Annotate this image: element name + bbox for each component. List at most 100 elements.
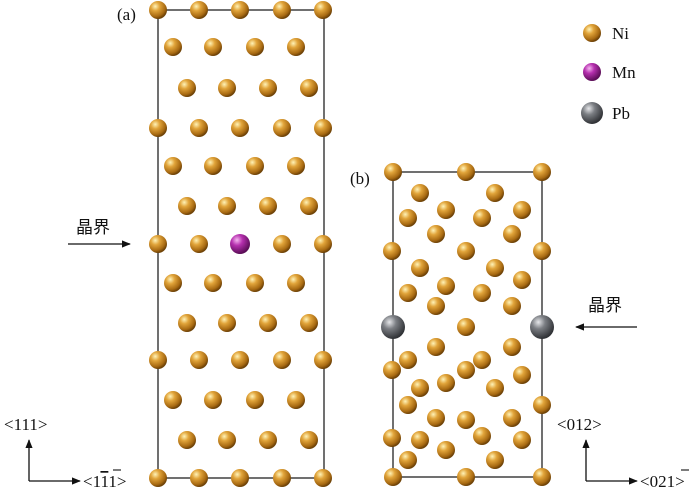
panel-a-axis-vertical-label: <111>	[4, 415, 47, 434]
pb-atom	[381, 315, 405, 339]
ni-atom	[218, 431, 236, 449]
ni-atom	[190, 235, 208, 253]
ni-atom	[457, 361, 475, 379]
ni-atom	[231, 469, 249, 487]
legend-mn-swatch	[583, 63, 601, 81]
ni-atom	[399, 451, 417, 469]
panel-a-axes: <111> <111>	[4, 415, 126, 491]
ni-atom	[473, 351, 491, 369]
ni-atom	[383, 361, 401, 379]
ni-atom	[411, 259, 429, 277]
panel-a-label: (a)	[117, 5, 136, 24]
ni-atom	[427, 297, 445, 315]
ni-atom	[533, 242, 551, 260]
ni-atom	[259, 314, 277, 332]
legend-ni-label: Ni	[612, 24, 629, 43]
ni-atom	[399, 351, 417, 369]
legend-pb-swatch	[581, 102, 603, 124]
ni-atom	[473, 209, 491, 227]
panel-b-atoms	[381, 163, 554, 486]
ni-atom	[149, 119, 167, 137]
ni-atom	[503, 225, 521, 243]
ni-atom	[457, 318, 475, 336]
ni-atom	[246, 391, 264, 409]
ni-atom	[259, 197, 277, 215]
ni-atom	[457, 468, 475, 486]
ni-atom	[190, 351, 208, 369]
ni-atom	[164, 38, 182, 56]
ni-atom	[246, 274, 264, 292]
ni-atom	[503, 409, 521, 427]
ni-atom	[486, 379, 504, 397]
ni-atom	[437, 201, 455, 219]
panel-b-boundary-label: 晶界	[588, 296, 622, 315]
ni-atom	[204, 38, 222, 56]
ni-atom	[287, 157, 305, 175]
ni-atom	[411, 184, 429, 202]
ni-atom	[314, 469, 332, 487]
ni-atom	[218, 79, 236, 97]
ni-atom	[513, 366, 531, 384]
ni-atom	[486, 184, 504, 202]
ni-atom	[218, 197, 236, 215]
ni-atom	[457, 242, 475, 260]
ni-atom	[231, 1, 249, 19]
ni-atom	[287, 391, 305, 409]
ni-atom	[218, 314, 236, 332]
ni-atom	[513, 431, 531, 449]
ni-atom	[190, 1, 208, 19]
ni-atom	[204, 391, 222, 409]
pb-atom	[530, 315, 554, 339]
ni-atom	[533, 163, 551, 181]
ni-atom	[178, 431, 196, 449]
ni-atom	[513, 271, 531, 289]
ni-atom	[457, 163, 475, 181]
ni-atom	[314, 119, 332, 137]
ni-atom	[427, 409, 445, 427]
ni-atom	[300, 79, 318, 97]
ni-atom	[437, 277, 455, 295]
ni-atom	[486, 451, 504, 469]
panel-a-boundary-label: 晶界	[76, 218, 110, 237]
ni-atom	[383, 429, 401, 447]
ni-atom	[178, 197, 196, 215]
ni-atom	[503, 297, 521, 315]
ni-atom	[231, 119, 249, 137]
ni-atom	[246, 157, 264, 175]
panel-b-axis-vertical-label: <012>	[557, 415, 602, 434]
ni-atom	[314, 351, 332, 369]
ni-atom	[533, 468, 551, 486]
legend-ni-swatch	[583, 24, 601, 42]
ni-atom	[503, 338, 521, 356]
ni-atom	[384, 163, 402, 181]
legend: Ni Mn Pb	[581, 24, 636, 124]
panel-a-axis-horizontal-label: <111>	[83, 472, 126, 491]
ni-atom	[164, 274, 182, 292]
ni-atom	[399, 284, 417, 302]
ni-atom	[383, 242, 401, 260]
ni-atom	[149, 469, 167, 487]
ni-atom	[259, 431, 277, 449]
ni-atom	[473, 284, 491, 302]
ni-atom	[149, 1, 167, 19]
ni-atom	[314, 1, 332, 19]
ni-atom	[287, 274, 305, 292]
ni-atom	[300, 314, 318, 332]
ni-atom	[164, 391, 182, 409]
ni-atom	[246, 38, 264, 56]
ni-atom	[399, 209, 417, 227]
ni-atom	[259, 79, 277, 97]
ni-atom	[437, 374, 455, 392]
ni-atom	[427, 225, 445, 243]
ni-atom	[411, 379, 429, 397]
panel-b-label: (b)	[350, 169, 370, 188]
ni-atom	[314, 235, 332, 253]
ni-atom	[273, 235, 291, 253]
ni-atom	[178, 314, 196, 332]
ni-atom	[513, 201, 531, 219]
ni-atom	[273, 119, 291, 137]
ni-atom	[273, 351, 291, 369]
ni-atom	[273, 469, 291, 487]
ni-atom	[437, 441, 455, 459]
